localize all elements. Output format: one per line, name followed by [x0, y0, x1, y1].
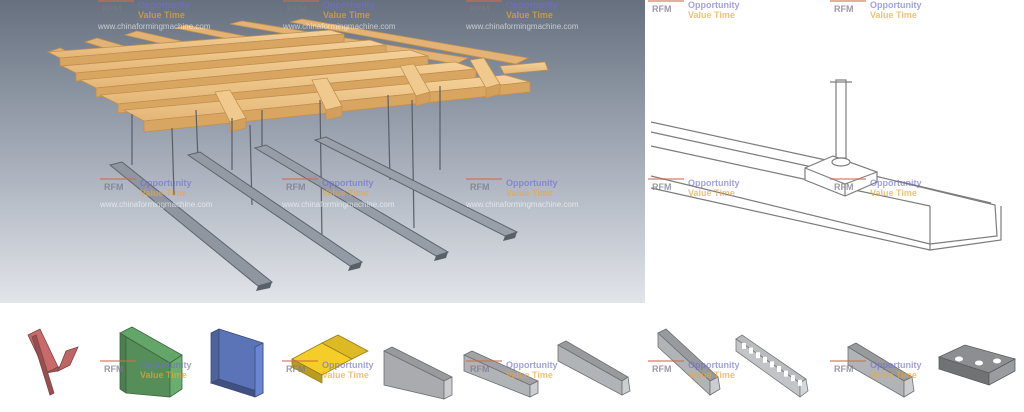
steel-top-hat-profile-icon [847, 342, 915, 398]
yellow-angle-profile-icon [291, 334, 369, 384]
channel-clip-detail-drawing [645, 0, 1024, 303]
steel-hat-profile-icon [657, 328, 721, 396]
steel-lipped-channel-profile-icon [463, 350, 539, 398]
profile-thumbnail-strip [0, 303, 1024, 412]
channel-outline [650, 121, 1002, 251]
ceiling-channels [108, 136, 519, 291]
green-channel-profile-icon [119, 326, 183, 398]
timber-grid [46, 18, 549, 133]
red-omega-profile-icon [27, 328, 79, 396]
steel-c-stud-profile-icon [557, 340, 631, 396]
steel-u-channel-profile-icon [383, 346, 453, 400]
suspended-ceiling-scene [0, 0, 645, 303]
perforated-channel-profile-icon [735, 334, 809, 398]
blue-u-channel-profile-icon [209, 328, 265, 398]
rod-and-clip [804, 79, 878, 197]
steel-bracket-profile-icon [937, 344, 1017, 386]
